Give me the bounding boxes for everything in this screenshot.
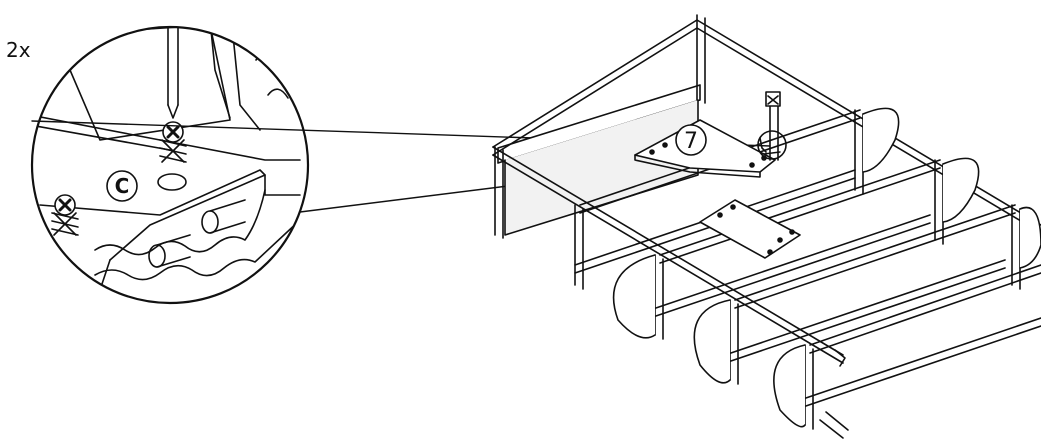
detail-zoom-circle: C bbox=[30, 25, 310, 305]
detail-callout-label: C bbox=[115, 174, 130, 198]
cam-fitting-icon bbox=[159, 121, 187, 163]
part-number-label: 7 bbox=[684, 129, 698, 154]
cam-fitting-icon bbox=[51, 194, 79, 236]
part-number-callout: 7 bbox=[675, 124, 707, 156]
detail-callout: C bbox=[106, 170, 138, 202]
frame-assembly: 7 bbox=[492, 14, 1041, 439]
quantity-label: 2x bbox=[6, 38, 31, 62]
